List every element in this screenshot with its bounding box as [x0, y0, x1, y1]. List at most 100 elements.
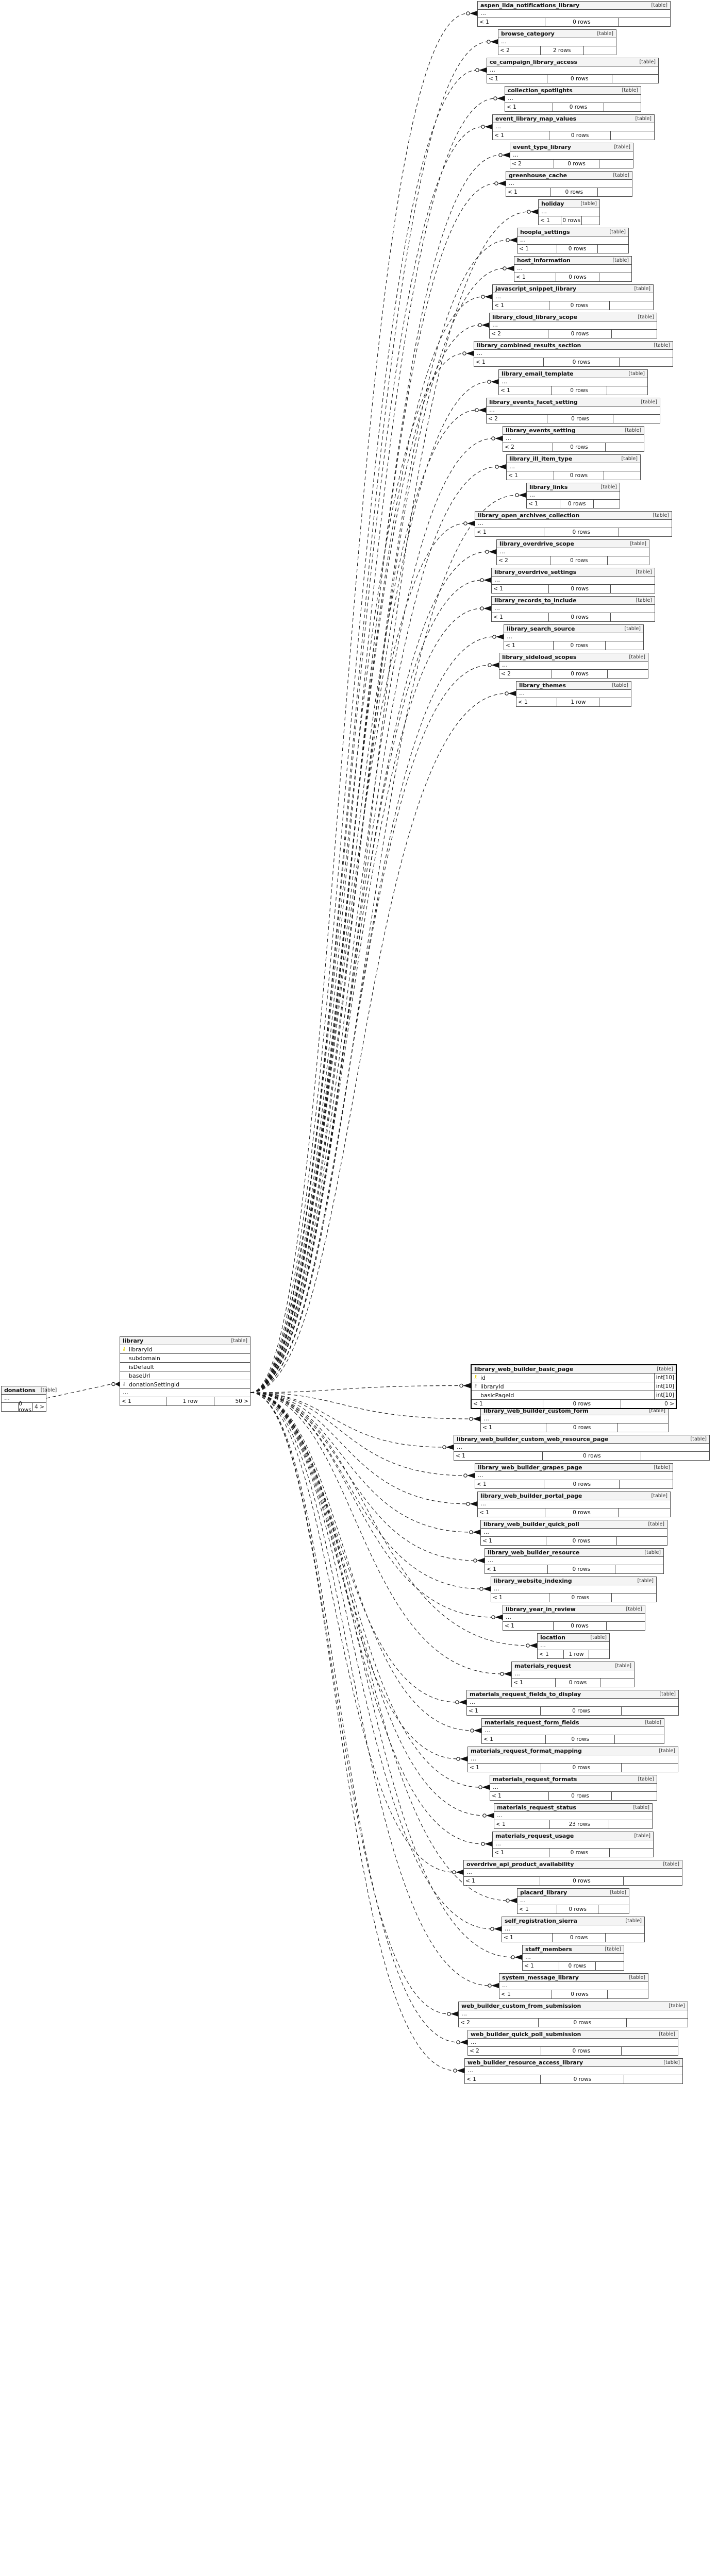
next-degree-link[interactable] — [620, 358, 673, 366]
collapsed-columns-ellipsis[interactable]: … — [467, 1699, 678, 1707]
prev-degree-link[interactable]: < 1 — [472, 1400, 543, 1408]
prev-degree-link[interactable]: < 1 — [474, 358, 544, 366]
prev-degree-link[interactable]: < 1 — [464, 1877, 540, 1885]
table-library-web-builder-grapes-page[interactable]: library_web_builder_grapes_page[table]…<… — [475, 1463, 673, 1489]
next-degree-link[interactable] — [612, 1792, 657, 1800]
prev-degree-link[interactable]: < 1 — [499, 386, 552, 395]
collapsed-columns-ellipsis[interactable]: … — [468, 1755, 678, 1764]
prev-degree-link[interactable]: < 1 — [539, 216, 562, 225]
prev-degree-link[interactable]: < 1 — [487, 75, 547, 83]
collapsed-columns-ellipsis[interactable]: … — [512, 1670, 634, 1679]
collapsed-columns-ellipsis[interactable]: … — [494, 1812, 652, 1820]
prev-degree-link[interactable]: < 1 — [465, 2075, 541, 2083]
collapsed-columns-ellipsis[interactable]: … — [478, 1500, 670, 1509]
table-aspen-lida-notifications-library[interactable]: aspen_lida_notifications_library[table]…… — [477, 1, 671, 27]
next-degree-link[interactable] — [594, 500, 620, 508]
collapsed-columns-ellipsis[interactable]: … — [492, 605, 655, 613]
next-degree-link[interactable] — [599, 698, 631, 706]
table-library-web-builder-custom-web-resource-page[interactable]: library_web_builder_custom_web_resource_… — [454, 1435, 710, 1461]
prev-degree-link[interactable]: < 1 — [503, 1622, 554, 1630]
next-degree-link[interactable] — [599, 160, 633, 168]
table-library-web-builder-custom-form[interactable]: library_web_builder_custom_form[table]…<… — [480, 1406, 669, 1432]
collapsed-columns-ellipsis[interactable]: … — [517, 1897, 629, 1905]
prev-degree-link[interactable]: < 1 — [507, 471, 555, 480]
collapsed-columns-ellipsis[interactable]: … — [516, 690, 631, 698]
next-degree-link[interactable] — [624, 2075, 682, 2083]
next-degree-link[interactable] — [584, 46, 616, 55]
collapsed-columns-ellipsis[interactable]: … — [493, 1840, 653, 1849]
next-degree-link[interactable] — [610, 301, 653, 310]
prev-degree-link[interactable]: < 2 — [510, 160, 554, 168]
table-column-row[interactable]: isDefault — [120, 1363, 250, 1371]
next-degree-link[interactable] — [615, 1565, 663, 1573]
prev-degree-link[interactable]: < 1 — [505, 103, 554, 111]
next-degree-link[interactable] — [611, 613, 655, 621]
collapsed-columns-ellipsis[interactable]: … — [468, 2039, 678, 2047]
prev-degree-link[interactable]: < 1 — [516, 698, 558, 706]
table-materials-request-format-mapping[interactable]: materials_request_format_mapping[table]…… — [467, 1747, 678, 1772]
collapsed-columns-ellipsis[interactable]: … — [475, 520, 672, 528]
table-library-open-archives-collection[interactable]: library_open_archives_collection[table]…… — [475, 511, 672, 537]
collapsed-columns-ellipsis[interactable]: … — [527, 492, 620, 500]
prev-degree-link[interactable]: < 2 — [459, 2019, 539, 2027]
next-degree-link[interactable] — [641, 1452, 709, 1460]
prev-degree-link[interactable]: < 1 — [492, 585, 549, 593]
next-degree-link[interactable] — [618, 1423, 668, 1432]
prev-degree-link[interactable] — [2, 1403, 19, 1411]
next-degree-link[interactable] — [607, 1622, 645, 1630]
prev-degree-link[interactable]: < 1 — [482, 1735, 546, 1743]
collapsed-columns-ellipsis[interactable]: … — [459, 2010, 688, 2019]
collapsed-columns-ellipsis[interactable]: … — [493, 293, 653, 301]
collapsed-columns-ellipsis[interactable]: … — [523, 1954, 624, 1962]
prev-degree-link[interactable]: < 2 — [498, 46, 541, 55]
next-degree-link[interactable] — [604, 103, 641, 111]
next-degree-link[interactable] — [617, 1537, 667, 1545]
prev-degree-link[interactable]: < 2 — [490, 330, 549, 338]
next-degree-link[interactable] — [624, 1877, 682, 1885]
next-degree-link[interactable] — [627, 2019, 688, 2027]
next-degree-link[interactable] — [608, 556, 649, 565]
next-degree-link[interactable] — [611, 585, 655, 593]
collapsed-columns-ellipsis[interactable]: … — [493, 123, 654, 131]
table-web-builder-quick-poll-submission[interactable]: web_builder_quick_poll_submission[table]… — [467, 2030, 678, 2056]
collapsed-columns-ellipsis[interactable]: … — [497, 548, 649, 556]
collapsed-columns-ellipsis[interactable]: … — [505, 95, 641, 103]
next-degree-link[interactable] — [606, 1934, 644, 1942]
prev-degree-link[interactable]: < 1 — [517, 1905, 558, 1913]
collapsed-columns-ellipsis[interactable]: … — [538, 1642, 609, 1650]
next-degree-link[interactable]: 50 > — [235, 1398, 249, 1404]
next-degree-link[interactable] — [619, 1509, 670, 1517]
prev-degree-link[interactable]: < 1 — [492, 613, 549, 621]
collapsed-columns-ellipsis[interactable]: … — [514, 265, 631, 273]
next-degree-link[interactable] — [622, 2047, 678, 2055]
collapsed-columns-ellipsis[interactable]: … — [491, 1585, 656, 1594]
collapsed-columns-ellipsis[interactable]: … — [490, 321, 657, 330]
table-web-builder-resource-access-library[interactable]: web_builder_resource_access_library[tabl… — [464, 2058, 683, 2084]
next-degree-link[interactable] — [622, 1707, 678, 1715]
next-degree-link[interactable]: 4 > — [35, 1404, 44, 1410]
prev-degree-link[interactable]: < 2 — [499, 670, 552, 678]
next-degree-link[interactable] — [606, 641, 643, 650]
table-materials-request-form-fields[interactable]: materials_request_form_fields[table]…< 1… — [481, 1718, 664, 1744]
next-degree-link[interactable] — [615, 1735, 664, 1743]
next-degree-link[interactable] — [582, 216, 599, 225]
